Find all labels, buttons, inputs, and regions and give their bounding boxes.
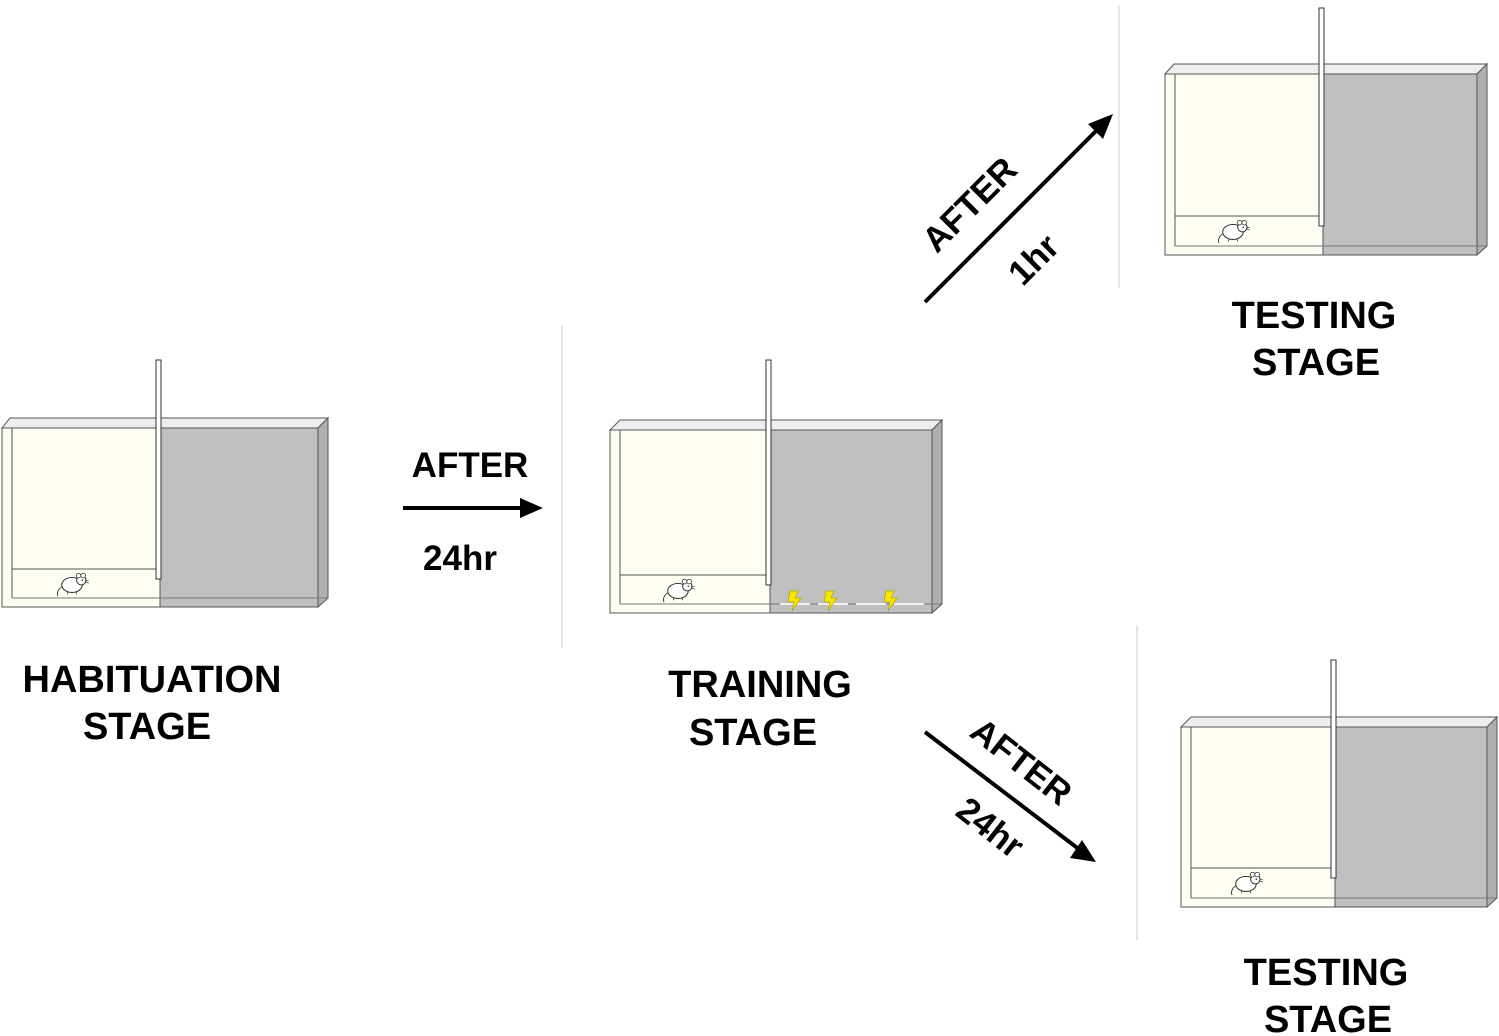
guillotine-door bbox=[1318, 7, 1325, 227]
guillotine-door bbox=[1330, 659, 1337, 879]
testing-24hr-label: TESTING STAGE bbox=[1244, 952, 1409, 1036]
training-label: TRAINING STAGE bbox=[668, 664, 852, 754]
arrow-icon bbox=[520, 498, 543, 518]
dark-compartment bbox=[1322, 73, 1478, 256]
arrow-to-training: AFTER 24hr bbox=[403, 446, 543, 578]
stage-label-line2: STAGE bbox=[83, 706, 211, 748]
dark-compartment bbox=[769, 429, 933, 614]
dark-compartment bbox=[159, 427, 319, 608]
habituation-chamber bbox=[0, 359, 330, 609]
stage-label-line1: HABITUATION bbox=[23, 659, 282, 701]
stage-label-line1: TESTING bbox=[1232, 295, 1397, 337]
stage-label-line2: STAGE bbox=[1252, 342, 1380, 384]
arrow-icon bbox=[1088, 114, 1113, 139]
testing-1hr-label: TESTING STAGE bbox=[1232, 295, 1397, 384]
habituation-label: HABITUATION STAGE bbox=[23, 659, 282, 748]
testing-1hr-chamber bbox=[1163, 7, 1489, 257]
arrow-top-label: AFTER bbox=[412, 446, 529, 485]
dark-compartment bbox=[1334, 726, 1488, 908]
arrow-bottom-label: 24hr bbox=[423, 539, 497, 578]
guillotine-door bbox=[155, 359, 162, 580]
arrow-top-label: AFTER bbox=[915, 150, 1025, 260]
arrow-to-testing-1hr: AFTER 1hr bbox=[915, 114, 1113, 304]
stage-label-line1: TRAINING bbox=[668, 664, 852, 706]
stage-label-line2: STAGE bbox=[1264, 999, 1392, 1036]
testing-24hr-chamber bbox=[1179, 659, 1499, 909]
arrow-to-testing-24hr: AFTER 24hr bbox=[923, 711, 1096, 866]
guillotine-door bbox=[765, 359, 772, 586]
stage-label-line1: TESTING bbox=[1244, 952, 1409, 994]
arrow-bottom-label: 1hr bbox=[1001, 227, 1067, 293]
arrow-icon bbox=[1070, 840, 1096, 862]
training-chamber bbox=[608, 359, 944, 615]
stage-label-line2: STAGE bbox=[689, 712, 817, 754]
